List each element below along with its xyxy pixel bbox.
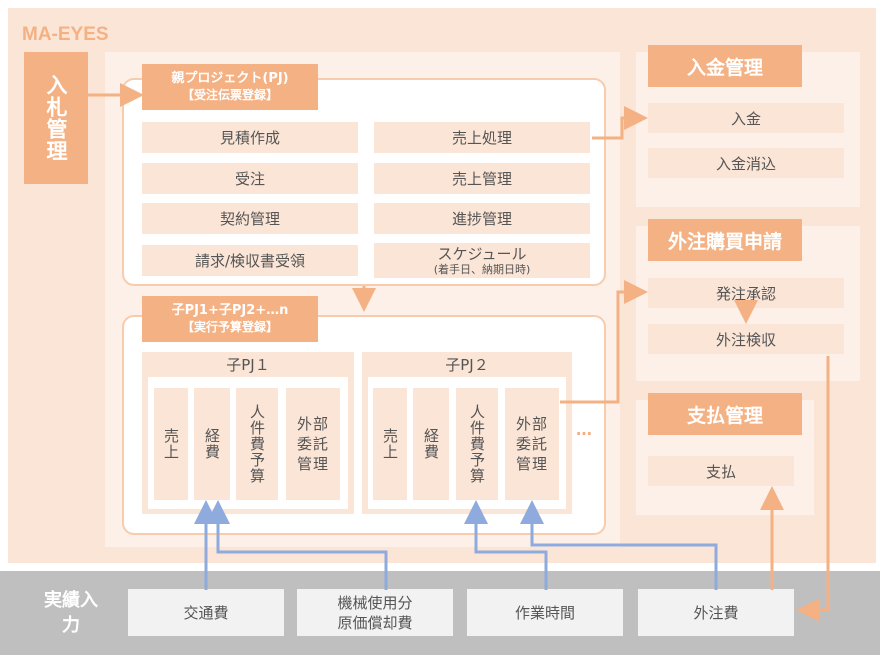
work-time-label: 作業時間 (514, 603, 575, 622)
child-pj1-expenses: 経費 (194, 388, 230, 500)
sales-process-label: 売上処理 (451, 129, 512, 147)
arrow-machine-to-expense1 (206, 500, 388, 590)
depreciation-label: 原価償却費 (337, 613, 413, 632)
order-cell: 受注 (142, 163, 358, 194)
child-project-subtitle: 【実行予算登録】 (181, 320, 278, 334)
child-pj1-outsourcing-label: 外部委託管理 (296, 415, 329, 473)
parent-project-title: 親プロジェクト(PJ) (171, 71, 289, 86)
order-approval-label: 発注承認 (715, 284, 776, 303)
child-pj1-labor-label: 人件費予算 (248, 404, 266, 484)
arrow-cost-to-outsourcing2 (520, 500, 718, 590)
travel-expense-cell: 交通費 (128, 589, 284, 636)
order-label: 受注 (234, 170, 265, 188)
schedule-note: (着手日、納期日時) (433, 262, 531, 276)
travel-expense-label: 交通費 (183, 603, 229, 622)
child-pj1-sales: 売上 (154, 388, 188, 500)
sales-management-label: 売上管理 (451, 170, 512, 188)
estimate-label: 見積作成 (219, 129, 280, 147)
arrow-outsourcing-to-order (560, 280, 648, 404)
pay-cell: 支払 (648, 456, 794, 486)
estimate-cell: 見積作成 (142, 122, 358, 153)
contract-cell: 契約管理 (142, 203, 358, 234)
child-pj2-labor-label: 人件費予算 (468, 404, 486, 484)
actuals-label: 実績入力 (44, 590, 98, 636)
outsourcing-header: 外注購買申請 (648, 219, 802, 261)
parent-project-header: 親プロジェクト(PJ) 【受注伝票登録】 (142, 64, 318, 110)
child-pj2-outsourcing: 外部委託管理 (505, 388, 559, 500)
receipt-reconcile-cell: 入金消込 (648, 148, 844, 178)
brand-title: MA-EYES (22, 24, 109, 45)
child-pj1-outsourcing: 外部委託管理 (286, 388, 340, 500)
progress-cell: 進捗管理 (374, 203, 590, 234)
parent-project-subtitle: 【受注伝票登録】 (181, 88, 278, 102)
child-project-title: 子PJ1+子PJ2+…n (171, 303, 289, 318)
child-pj2-outsourcing-label: 外部委託管理 (515, 415, 548, 473)
child-pj1-expenses-label: 経費 (203, 428, 221, 460)
bid-management-label: 入札管理 (44, 74, 68, 162)
more-ellipsis: … (576, 420, 593, 439)
payment-title: 支払管理 (686, 404, 763, 427)
pay-label: 支払 (705, 462, 736, 481)
outsourcing-title: 外注購買申請 (667, 230, 782, 253)
arrow-sales-to-receipt (592, 106, 648, 140)
child-pj2-labor-budget: 人件費予算 (456, 388, 498, 500)
payment-receipt-title: 入金管理 (686, 56, 763, 79)
arrow-inspection-to-outsourcing-cost (796, 356, 830, 622)
child-pj2-sales: 売上 (373, 388, 407, 500)
child-pj1-sales-label: 売上 (162, 428, 180, 460)
machine-usage-label: 機械使用分 (337, 593, 413, 612)
child-pj2-title: 子PJ２ (445, 356, 489, 374)
receipt-cell: 入金 (648, 103, 844, 133)
bid-management-box: 入札管理 (24, 52, 88, 184)
invoice-cell: 請求/検収書受領 (142, 245, 358, 276)
schedule-cell: スケジュール (着手日、納期日時) (374, 243, 590, 278)
receipt-reconcile-label: 入金消込 (715, 154, 776, 173)
payment-header: 支払管理 (648, 393, 802, 435)
machine-depreciation-cell: 機械使用分 原価償却費 (297, 589, 453, 636)
sales-process-cell: 売上処理 (374, 122, 590, 153)
contract-label: 契約管理 (219, 210, 280, 228)
child-pj2-sales-label: 売上 (381, 428, 399, 460)
child-pj1-title: 子PJ１ (226, 356, 270, 374)
arrow-worktime-to-labor2 (464, 500, 548, 590)
child-project-header: 子PJ1+子PJ2+…n 【実行予算登録】 (142, 296, 318, 342)
child-pj2-expenses-label: 経費 (422, 428, 440, 460)
schedule-label: スケジュール (437, 244, 527, 263)
child-pj1-labor-budget: 人件費予算 (236, 388, 278, 500)
outsourcing-cost-cell: 外注費 (638, 589, 794, 636)
receipt-label: 入金 (730, 109, 761, 128)
outsourcing-inspection-cell: 外注検収 (648, 324, 844, 354)
child-pj2-expenses: 経費 (413, 388, 449, 500)
payment-receipt-header: 入金管理 (648, 45, 802, 87)
outsourcing-inspection-label: 外注検収 (715, 330, 776, 349)
sales-management-cell: 売上管理 (374, 163, 590, 194)
progress-label: 進捗管理 (451, 210, 512, 228)
outsourcing-cost-label: 外注費 (693, 603, 739, 622)
work-time-cell: 作業時間 (467, 589, 623, 636)
invoice-label: 請求/検収書受領 (194, 252, 306, 270)
